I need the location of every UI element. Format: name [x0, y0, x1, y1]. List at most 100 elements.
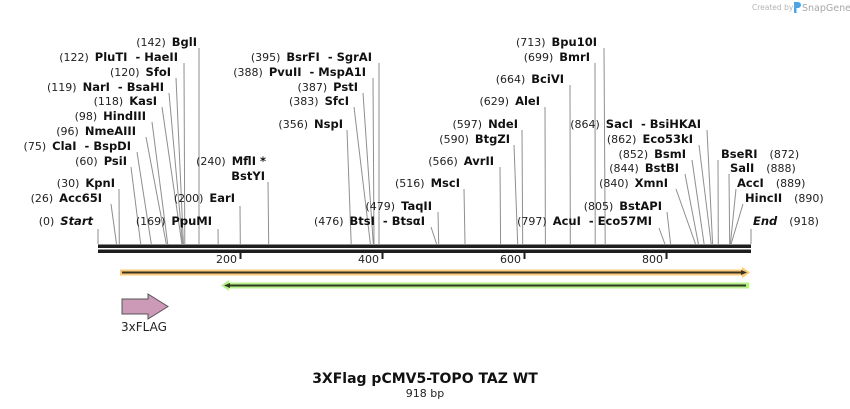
site-psii[interactable]: (60)PsiI — [75, 154, 127, 168]
site-hindiii[interactable]: (98)HindIII — [75, 109, 146, 123]
svg-text:(60)PsiI: (60)PsiI — [75, 154, 127, 168]
site-bstbi[interactable]: (844)BstBI — [609, 161, 679, 175]
site-kasi[interactable]: (118)KasI — [94, 94, 157, 108]
site-acci[interactable]: AccI(889) — [737, 176, 805, 190]
site-pluti-haeii[interactable]: (122)PluTI - HaeII — [59, 50, 178, 64]
enzyme-name: SfoI — [146, 65, 171, 79]
svg-text:BseRI(872): BseRI(872) — [721, 147, 799, 161]
svg-text:SalI(888): SalI(888) — [730, 161, 796, 175]
arrow-right-icon — [741, 270, 747, 275]
site-position: (566) — [428, 155, 458, 168]
site-bseri[interactable]: BseRI(872) — [721, 147, 799, 161]
site-avrii[interactable]: (566)AvrII — [428, 154, 494, 168]
site-taqii[interactable]: (479)TaqII — [365, 199, 432, 213]
site-connector-line — [168, 92, 184, 245]
feature-forward-orange[interactable] — [120, 267, 750, 278]
feature-reverse-green[interactable] — [221, 280, 749, 291]
site-eari[interactable]: (200)EarI — [174, 191, 235, 205]
enzyme-name: PstI — [333, 80, 358, 94]
site-position: (200) — [174, 192, 204, 205]
site-nmeaiii[interactable]: (96)NmeAIII — [56, 124, 136, 138]
site-acc65i[interactable]: (26)Acc65I — [31, 191, 102, 205]
site-connector-line — [521, 129, 524, 245]
site-position: (96) — [56, 125, 79, 138]
svg-text:(30)KpnI: (30)KpnI — [57, 176, 115, 190]
site-nari-bsahi[interactable]: (119)NarI - BsaHI — [47, 80, 164, 94]
svg-text:(852)BsmI: (852)BsmI — [619, 147, 686, 161]
site-position: (476) — [314, 215, 344, 228]
site-bmri[interactable]: (699)BmrI — [524, 50, 590, 64]
site-bpu10i[interactable]: (713)Bpu10I — [516, 35, 597, 49]
site-connector-line — [161, 106, 183, 245]
svg-text:(118)KasI: (118)KasI — [94, 94, 157, 108]
site-connector-line — [658, 227, 666, 245]
arrow-left-icon — [224, 283, 230, 288]
sequence-end-marker[interactable]: End(918) — [753, 214, 819, 228]
svg-text:(590)BtgZI: (590)BtgZI — [439, 132, 510, 146]
svg-text:(122)PluTI - HaeII: (122)PluTI - HaeII — [59, 50, 178, 64]
svg-text:(387)PstI: (387)PstI — [298, 80, 358, 94]
site-connector-line — [353, 106, 371, 245]
site-position: (862) — [607, 133, 637, 146]
svg-text:(797)AcuI - Eco57MI: (797)AcuI - Eco57MI — [517, 214, 652, 228]
site-hincii[interactable]: HincII(890) — [745, 191, 824, 205]
site-btsi-btsai[interactable]: (476)BtsI - BtsαI — [314, 214, 425, 228]
site-mfli-bstyi[interactable]: (240)MflI * BstYI — [196, 154, 266, 183]
site-position: (597) — [452, 118, 482, 131]
enzyme-name: NdeI — [488, 117, 518, 131]
enzyme-name: PsiI — [104, 154, 127, 168]
site-btgzi[interactable]: (590)BtgZI — [439, 132, 510, 146]
site-sfoi[interactable]: (120)SfoI — [110, 65, 171, 79]
enzyme-name: XmnI — [635, 176, 668, 190]
end-label: End — [753, 214, 778, 228]
site-position: (395) — [251, 51, 281, 64]
site-bsrfi-sgrai[interactable]: (395)BsrFI - SgrAI — [251, 50, 372, 64]
site-psti[interactable]: (387)PstI — [298, 80, 358, 94]
site-sali[interactable]: SalI(888) — [730, 161, 796, 175]
site-nspi[interactable]: (356)NspI — [278, 117, 343, 131]
svg-text:(240)MflI *: (240)MflI * — [196, 154, 266, 168]
site-pvuii-mspa1i[interactable]: (388)PvuII - MspA1I — [233, 65, 366, 79]
site-position: (383) — [289, 95, 319, 108]
site-msci[interactable]: (516)MscI — [395, 176, 460, 190]
site-connector-line — [145, 136, 167, 245]
svg-text:(476)BtsI - BtsαI: (476)BtsI - BtsαI — [314, 214, 425, 228]
enzyme-name: PpuMI — [171, 214, 212, 228]
enzyme-name: MflI * — [232, 154, 266, 168]
site-alei[interactable]: (629)AleI — [479, 94, 540, 108]
site-bstapi[interactable]: (805)BstAPI — [584, 199, 662, 213]
site-acui-eco57mi[interactable]: (797)AcuI - Eco57MI — [517, 214, 652, 228]
site-connectors — [97, 47, 752, 245]
feature-label-3xflag: 3xFLAG — [121, 320, 167, 334]
site-saci-bsihkai[interactable]: (864)SacI - BsiHKAI — [570, 117, 701, 131]
site-eco53ki[interactable]: (862)Eco53kI — [607, 132, 693, 146]
site-position: (797) — [517, 215, 547, 228]
svg-text:(26)Acc65I: (26)Acc65I — [31, 191, 102, 205]
site-ndei[interactable]: (597) NdeI — [452, 117, 518, 131]
svg-text:(840)XmnI: (840)XmnI — [599, 176, 668, 190]
sequence-backbone[interactable] — [98, 244, 751, 254]
svg-text:(119)NarI - BsaHI: (119)NarI - BsaHI — [47, 80, 164, 94]
feature-3xflag[interactable]: 3xFLAG — [121, 293, 169, 334]
site-xmni[interactable]: (840)XmnI — [599, 176, 668, 190]
svg-text:(96)NmeAIII: (96)NmeAIII — [56, 124, 136, 138]
site-connector-line — [437, 211, 440, 245]
ruler-tick-600: 600 — [500, 253, 526, 266]
snapgene-watermark[interactable]: Created by SnapGene — [752, 2, 850, 14]
site-bsmi[interactable]: (852)BsmI — [619, 147, 686, 161]
enzyme-name: AleI — [515, 94, 540, 108]
site-ppumi[interactable]: (169)PpuMI — [136, 214, 212, 228]
site-bgli[interactable]: (142)BglI — [136, 35, 197, 49]
site-position: (890) — [794, 192, 824, 205]
site-bcivi[interactable]: (664)BciVI — [496, 72, 564, 86]
enzyme-name: BsmI — [654, 147, 686, 161]
site-connector-line — [346, 129, 352, 245]
site-position: (889) — [776, 177, 806, 190]
site-position: (479) — [365, 200, 395, 213]
svg-text:(388)PvuII - MspA1I: (388)PvuII - MspA1I — [233, 65, 366, 79]
site-clai-bspdi[interactable]: (75)ClaI - BspDI — [24, 139, 131, 153]
sequence-start-marker[interactable]: (0)Start — [39, 214, 94, 228]
site-position: (118) — [94, 95, 124, 108]
site-kpni[interactable]: (30)KpnI — [57, 176, 115, 190]
site-sfci[interactable]: (383)SfcI — [289, 94, 349, 108]
